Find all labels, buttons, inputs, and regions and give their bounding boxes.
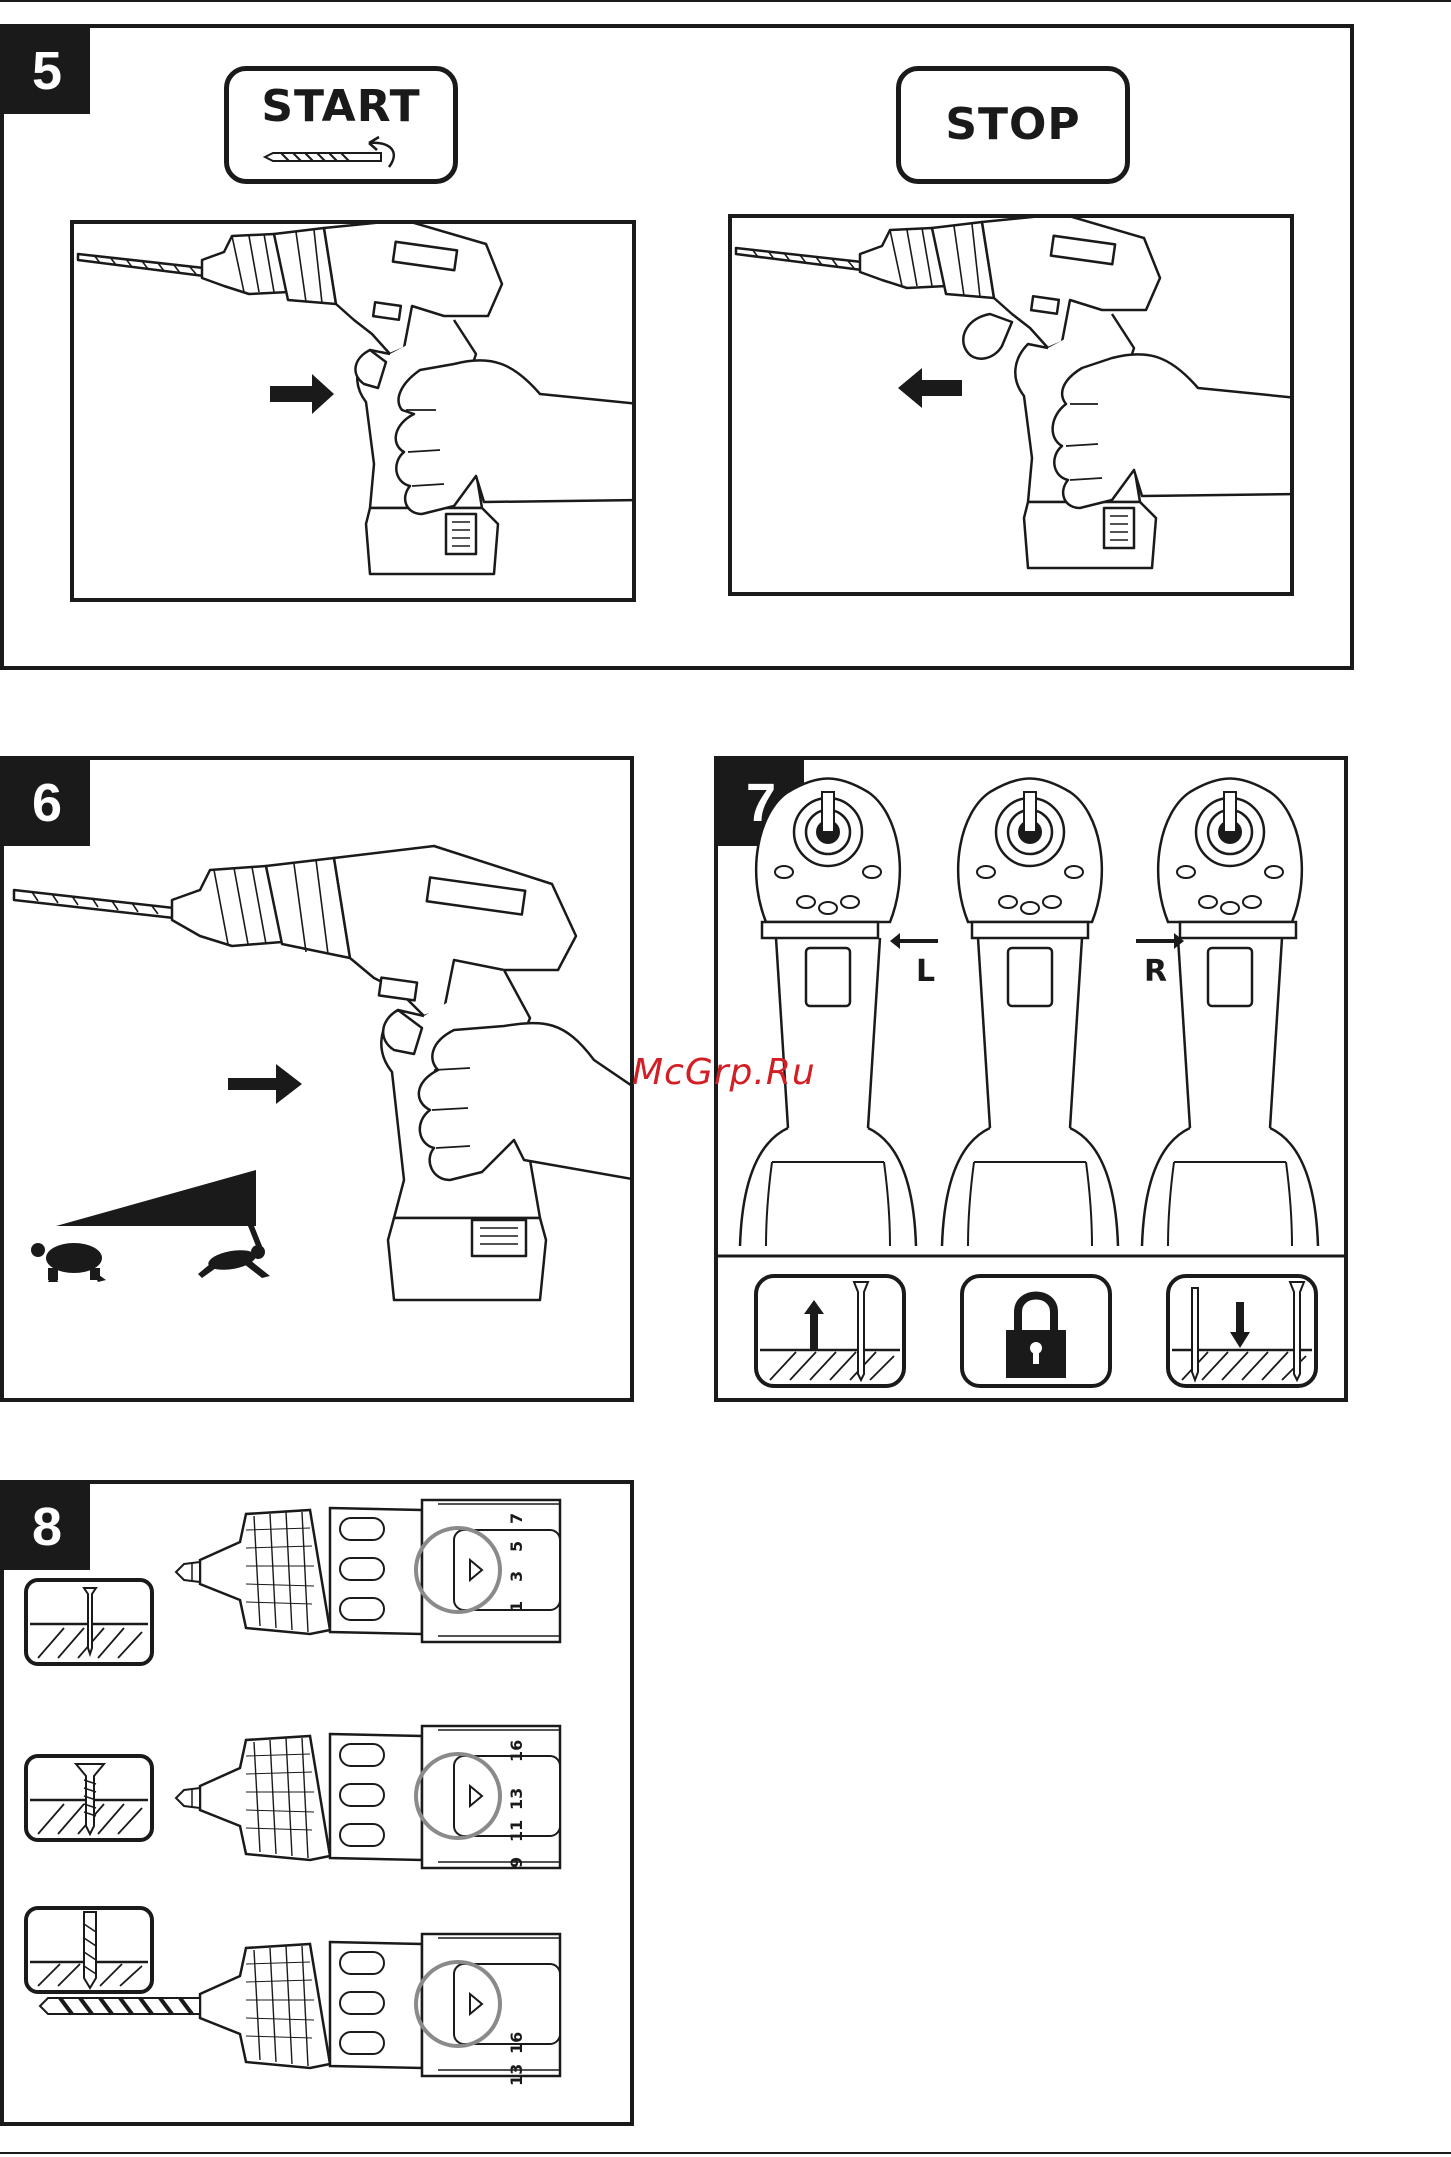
watermark: McGrp.Ru — [632, 1052, 816, 1093]
hare-icon — [198, 1226, 270, 1278]
torque-tick: 13 — [507, 1788, 526, 1810]
variable-speed-drawing — [4, 760, 634, 1402]
torque-row-1 — [176, 1500, 560, 1642]
speed-ramp — [56, 1170, 256, 1226]
arrow-icon — [270, 374, 334, 414]
torque-tick: 16 — [507, 1740, 526, 1762]
torque-tick: 1 — [507, 1601, 526, 1612]
torque-tick: 9 — [507, 1857, 526, 1868]
arrow-icon — [1136, 933, 1184, 949]
direction-label-left: L — [916, 954, 935, 989]
arrow-icon — [228, 1064, 302, 1104]
panel-number: 5 — [4, 28, 90, 114]
stop-illustration — [728, 214, 1294, 596]
torque-tick: 11 — [507, 1820, 526, 1842]
screw-out-icon — [756, 1276, 904, 1386]
start-label-box: START — [224, 66, 458, 184]
start-illustration — [70, 220, 636, 602]
screw-in-icon — [1168, 1276, 1316, 1386]
nail-screw-icon — [26, 1580, 152, 1664]
panel-6: 6 — [0, 756, 634, 1402]
torque-settings-drawing: 7 5 3 1 16 13 11 9 16 13 — [4, 1484, 634, 2126]
drill-trigger-release-drawing — [732, 218, 1294, 596]
stop-label-box: STOP — [896, 66, 1130, 184]
drill-top-view-left — [740, 779, 916, 1247]
top-rule — [0, 0, 1451, 2]
panel-8: 8 — [0, 1480, 634, 2126]
stop-label: STOP — [901, 71, 1125, 179]
bottom-rule — [0, 2152, 1451, 2154]
panel-5: 5 START STOP — [0, 24, 1354, 670]
torque-tick: 5 — [507, 1541, 526, 1552]
direction-label-right: R — [1144, 954, 1167, 989]
torque-row-2 — [176, 1726, 560, 1868]
torque-tick: 7 — [507, 1513, 526, 1524]
turtle-icon — [31, 1243, 112, 1282]
torque-tick: 13 — [507, 2064, 526, 2086]
lock-icon — [962, 1276, 1110, 1386]
drill-top-view-right — [1142, 779, 1318, 1247]
drill-hole-icon — [26, 1908, 152, 1992]
wood-screw-icon — [26, 1756, 152, 1840]
arrow-icon — [890, 933, 938, 949]
arrow-icon — [898, 368, 962, 408]
torque-tick: 3 — [507, 1571, 526, 1582]
torque-tick: 16 — [507, 2032, 526, 2054]
drill-top-view-center — [942, 779, 1118, 1247]
drill-trigger-press-drawing — [74, 224, 636, 602]
drill-bit-rotate-icon — [229, 71, 463, 189]
